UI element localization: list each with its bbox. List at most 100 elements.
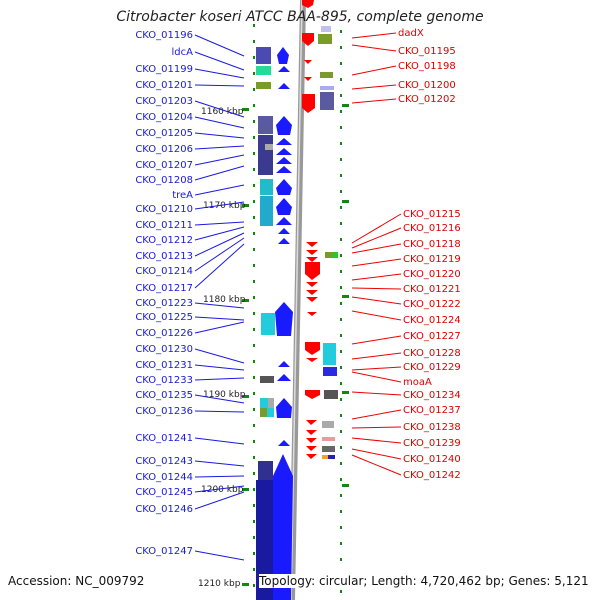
leader-line: [351, 448, 402, 460]
gene-label[interactable]: CKO_01216: [403, 223, 461, 234]
gene-label[interactable]: CKO_01246: [135, 504, 193, 515]
leader-line: [351, 371, 402, 383]
topology-label: Topology: circular; Length: 4,720,462 bp…: [259, 574, 589, 588]
gene-label[interactable]: CKO_01204: [135, 112, 193, 123]
leader-line: [194, 84, 245, 87]
gene-label[interactable]: CKO_01231: [135, 360, 193, 371]
gene-label[interactable]: CKO_01212: [135, 235, 193, 246]
gene-label[interactable]: CKO_01221: [403, 284, 461, 295]
major-tick: [242, 488, 249, 491]
gene-label[interactable]: CKO_01227: [403, 331, 461, 342]
gene-label[interactable]: CKO_01201: [135, 80, 193, 91]
leader-line: [351, 84, 397, 90]
feature-block: [322, 446, 335, 452]
gene-label[interactable]: CKO_01247: [135, 546, 193, 557]
right-leader-lines: [351, 32, 402, 476]
gene-label[interactable]: CKO_01217: [135, 283, 193, 294]
gene-label[interactable]: CKO_01243: [135, 456, 193, 467]
gene-label[interactable]: CKO_01233: [135, 375, 193, 386]
scale-tick: [340, 366, 342, 369]
scale-tick: [253, 136, 255, 139]
gene-label[interactable]: CKO_01200: [398, 80, 456, 91]
scale-tick: [253, 552, 255, 555]
feature-block: [260, 179, 273, 195]
gene-label[interactable]: CKO_01210: [135, 204, 193, 215]
feature-arrow: [271, 454, 293, 600]
scale-tick: [253, 296, 255, 299]
gene-label[interactable]: moaA: [403, 377, 432, 388]
gene-label[interactable]: dadX: [398, 28, 424, 39]
feature-arrow: [275, 302, 293, 336]
scale-tick: [340, 126, 342, 129]
gene-label[interactable]: CKO_01238: [403, 422, 461, 433]
gene-label[interactable]: CKO_01241: [135, 433, 193, 444]
gene-label[interactable]: CKO_01203: [135, 96, 193, 107]
gene-label[interactable]: CKO_01236: [135, 406, 193, 417]
gene-label[interactable]: CKO_01199: [135, 64, 193, 75]
gene-label[interactable]: CKO_01225: [135, 312, 193, 323]
leader-line: [194, 491, 245, 510]
gene-label[interactable]: CKO_01244: [135, 472, 193, 483]
scale-tick: [340, 430, 342, 433]
gene-label[interactable]: CKO_01237: [403, 405, 461, 416]
gene-label[interactable]: CKO_01196: [135, 30, 193, 41]
leader-line: [351, 454, 402, 476]
scale-tick: [253, 568, 255, 571]
gene-label[interactable]: CKO_01228: [403, 348, 461, 359]
scale-tick: [253, 280, 255, 283]
gene-label[interactable]: CKO_01220: [403, 269, 461, 280]
scale-tick: [253, 200, 255, 203]
gene-label[interactable]: CKO_01240: [403, 454, 461, 465]
major-tick: [242, 108, 249, 111]
gene-label[interactable]: treA: [172, 190, 193, 201]
gene-label[interactable]: CKO_01205: [135, 128, 193, 139]
scale-tick: [253, 536, 255, 539]
gene-label[interactable]: CKO_01211: [135, 220, 193, 231]
gene-label[interactable]: ldcA: [172, 47, 194, 58]
feature-block: [323, 367, 337, 376]
scale-tick: [253, 72, 255, 75]
feature-block: [260, 398, 268, 408]
gene-label[interactable]: CKO_01224: [403, 315, 461, 326]
feature-arrow: [305, 390, 320, 399]
gene-label[interactable]: CKO_01214: [135, 266, 193, 277]
feature-block: [318, 34, 332, 44]
gene-label[interactable]: CKO_01218: [403, 239, 461, 250]
gene-label[interactable]: CKO_01195: [398, 46, 456, 57]
gene-label[interactable]: CKO_01223: [135, 298, 193, 309]
feature-arrow: [276, 217, 292, 225]
gene-label[interactable]: CKO_01230: [135, 344, 193, 355]
scale-tick: [340, 238, 342, 241]
gene-label[interactable]: CKO_01208: [135, 175, 193, 186]
gene-label[interactable]: CKO_01206: [135, 144, 193, 155]
leader-line: [194, 321, 245, 334]
gene-label[interactable]: CKO_01229: [403, 362, 461, 373]
gene-label[interactable]: CKO_01207: [135, 160, 193, 171]
gene-label[interactable]: CKO_01202: [398, 94, 456, 105]
scale-tick: [253, 440, 255, 443]
gene-label[interactable]: CKO_01215: [403, 209, 461, 220]
gene-label[interactable]: CKO_01239: [403, 438, 461, 449]
scale-tick: [253, 344, 255, 347]
major-tick: [242, 583, 249, 586]
scale-tick: [340, 462, 342, 465]
gene-label[interactable]: CKO_01234: [403, 390, 461, 401]
feature-block: [333, 252, 338, 258]
gene-label[interactable]: CKO_01219: [403, 254, 461, 265]
leader-line: [351, 227, 402, 249]
gene-label[interactable]: CKO_01226: [135, 328, 193, 339]
feature-arrow: [305, 262, 320, 280]
gene-label[interactable]: CKO_01245: [135, 487, 193, 498]
leader-line: [351, 335, 402, 345]
left-leader-lines: [194, 34, 245, 561]
gene-label[interactable]: CKO_01242: [403, 470, 461, 481]
leader-line: [194, 485, 245, 493]
gene-label[interactable]: CKO_01235: [135, 390, 193, 401]
feature-block: [322, 421, 334, 428]
feature-block: [256, 47, 271, 64]
gene-label[interactable]: CKO_01198: [398, 61, 456, 72]
gene-label[interactable]: CKO_01213: [135, 251, 193, 262]
gene-label[interactable]: CKO_01222: [403, 299, 461, 310]
leader-line: [351, 310, 402, 321]
